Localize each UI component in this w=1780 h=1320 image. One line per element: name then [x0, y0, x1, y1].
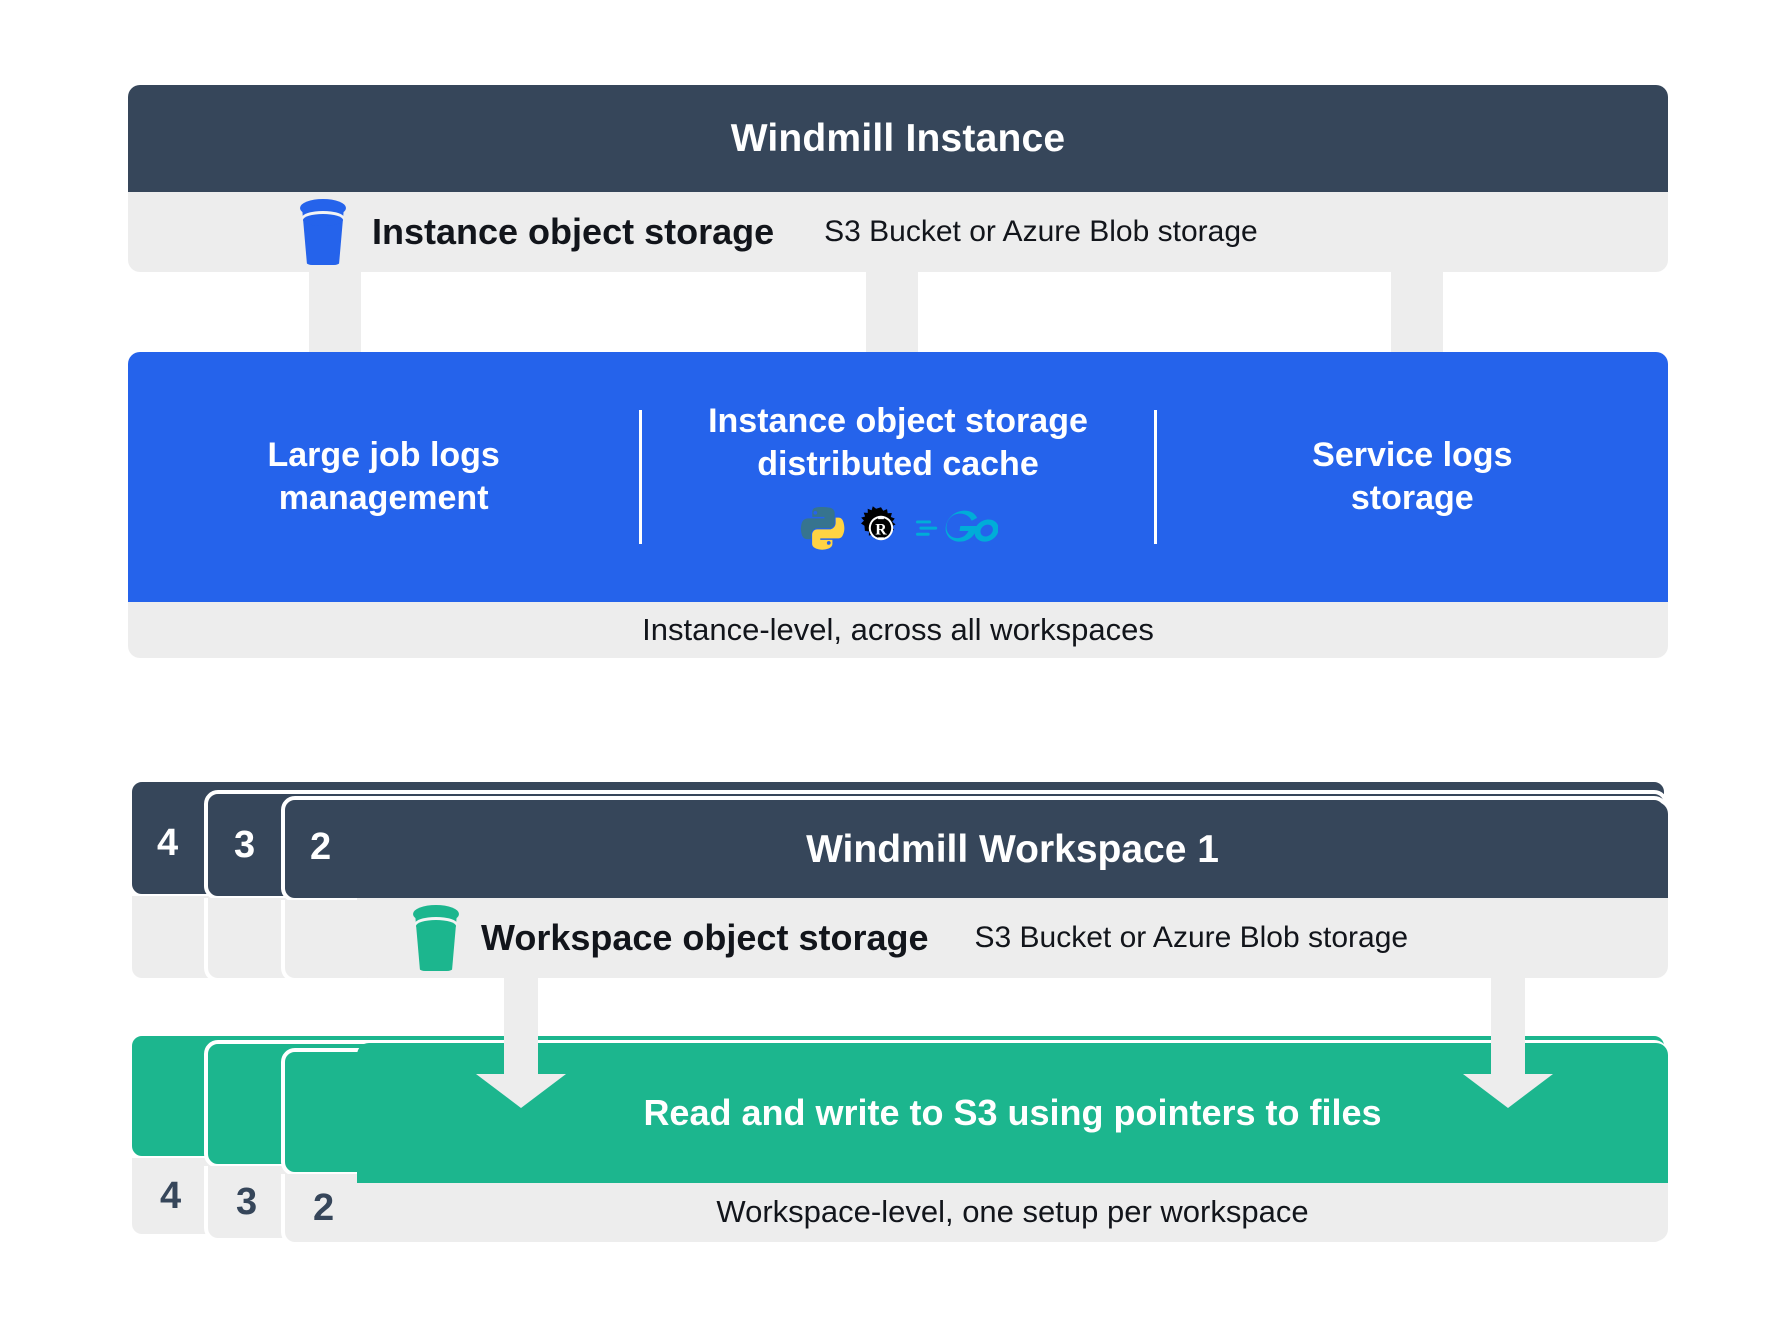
- workspace-action-panel: Read and write to S3 using pointers to f…: [357, 1043, 1668, 1183]
- capability-service-logs[interactable]: Service logs storage: [1157, 434, 1668, 520]
- action-stack-number-2: 2: [313, 1186, 335, 1229]
- capability-divider-1: [639, 410, 643, 544]
- workspace-stack-number-3: 3: [234, 824, 256, 866]
- instance-title: Windmill Instance: [730, 116, 1066, 160]
- bucket-icon: [409, 904, 463, 972]
- workspace-storage-sublabel: S3 Bucket or Azure Blob storage: [974, 921, 1409, 954]
- instance-header: Windmill Instance: [128, 85, 1668, 192]
- workspace-stack-number-2: 2: [310, 826, 332, 868]
- workspace-connector-arrow-right: [1463, 978, 1553, 1108]
- rust-icon: R: [858, 505, 904, 551]
- workspace-title: Windmill Workspace 1: [806, 828, 1219, 871]
- language-icons: R: [798, 502, 998, 554]
- workspace-footer-label: Workspace-level, one setup per workspace: [716, 1194, 1309, 1229]
- workspace-header: Windmill Workspace 1: [357, 802, 1668, 898]
- capability-large-job-logs[interactable]: Large job logs management: [128, 434, 639, 520]
- capability-divider-2: [1153, 410, 1157, 544]
- instance-footer-label: Instance-level, across all workspaces: [642, 612, 1154, 647]
- capability-label: Service logs storage: [1312, 436, 1513, 517]
- workspace-action-label: Read and write to S3 using pointers to f…: [643, 1092, 1382, 1133]
- workspace-storage-label: Workspace object storage: [481, 917, 929, 958]
- capability-columns: Large job logs management Instance objec…: [128, 352, 1668, 602]
- instance-object-storage-row: Instance object storage S3 Bucket or Azu…: [128, 192, 1668, 272]
- action-stack-number-4: 4: [160, 1174, 182, 1217]
- instance-storage-sublabel: S3 Bucket or Azure Blob storage: [824, 215, 1258, 248]
- svg-text:R: R: [875, 521, 887, 538]
- workspace-object-storage-row: Workspace object storage S3 Bucket or Az…: [357, 898, 1668, 978]
- instance-capability-panel: Large job logs management Instance objec…: [128, 352, 1668, 602]
- instance-storage-label: Instance object storage: [372, 211, 775, 252]
- workspace-footer: Workspace-level, one setup per workspace: [357, 1183, 1668, 1241]
- instance-footer: Instance-level, across all workspaces: [128, 602, 1668, 658]
- capability-label: Instance object storage distributed cach…: [708, 402, 1088, 483]
- go-icon: [915, 508, 998, 548]
- workspace-stack-number-4: 4: [157, 822, 179, 864]
- workspace-connector-arrow-left: [476, 978, 566, 1108]
- action-stack-number-3: 3: [236, 1180, 258, 1223]
- capability-distributed-cache[interactable]: Instance object storage distributed cach…: [642, 400, 1153, 554]
- bucket-icon: [296, 198, 350, 266]
- python-icon: [798, 504, 846, 552]
- capability-label: Large job logs management: [267, 436, 500, 517]
